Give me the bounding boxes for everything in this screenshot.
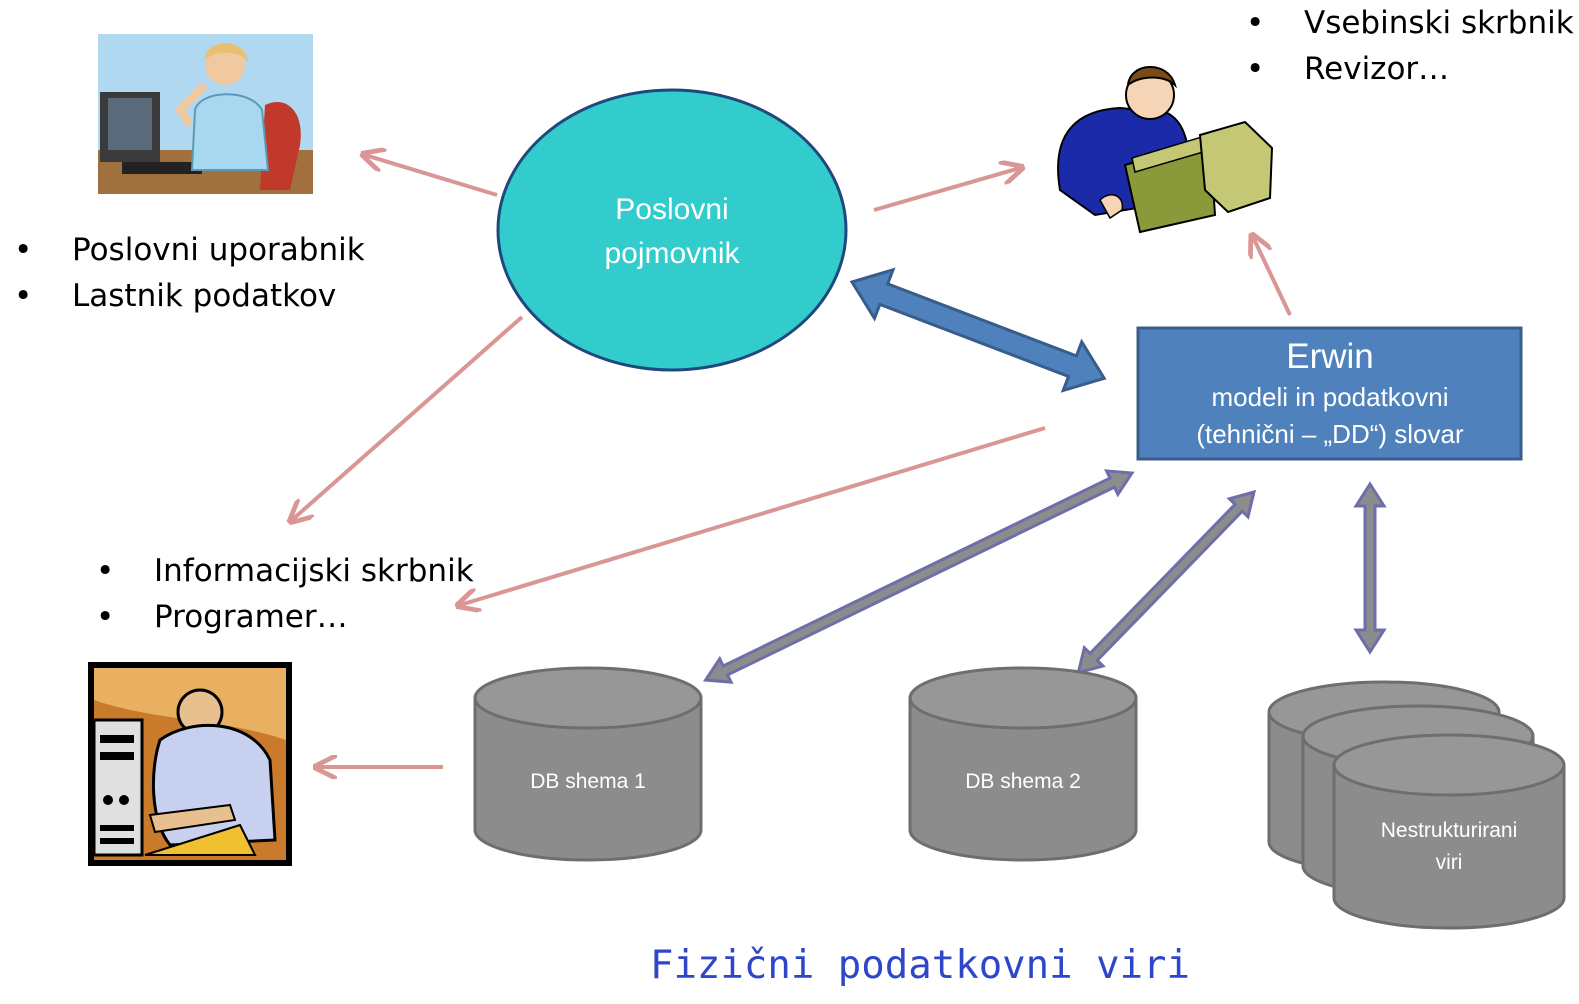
- sync-arrow-erwin-unstructured: [1353, 481, 1387, 655]
- business-user-clipart: [98, 34, 313, 194]
- erwin-label: Erwin modeli in podatkovni (tehnični – „…: [1140, 335, 1520, 453]
- erwin-title: Erwin: [1286, 337, 1374, 376]
- glossary-ellipse: [496, 88, 848, 372]
- list-item: Revizor…: [1246, 46, 1574, 92]
- glossary-label: Poslovni pojmovnik: [560, 188, 784, 276]
- sync-arrow-glossary-erwin: [849, 267, 1107, 393]
- unstructured-sources-label: Nestrukturirani viri: [1334, 815, 1564, 879]
- unstructured-label-line1: Nestrukturirani: [1380, 819, 1518, 842]
- unstructured-label-line2: viri: [1435, 851, 1463, 874]
- unstructured-cylinder-front: [1332, 733, 1566, 930]
- business-roles-list: Poslovni uporabnik Lastnik podatkov: [14, 227, 365, 319]
- arrow-glossary-to-steward: [873, 168, 1020, 212]
- sync-arrow-erwin-db2: [1076, 489, 1257, 675]
- list-item: Poslovni uporabnik: [14, 227, 365, 273]
- list-item: Lastnik podatkov: [14, 273, 365, 319]
- erwin-line2: (tehnični – „DD“) slovar: [1196, 419, 1464, 449]
- db-schema-2-cylinder: [908, 666, 1138, 862]
- arrow-glossary-to-business-user: [365, 155, 498, 197]
- content-steward-clipart: [1057, 66, 1274, 234]
- arrow-erwin-to-it: [460, 426, 1046, 605]
- sync-arrow-erwin-db1: [702, 469, 1135, 684]
- list-item: Vsebinski skrbnik: [1246, 0, 1574, 46]
- list-item: Programer…: [96, 594, 474, 640]
- list-item: Informacijski skrbnik: [96, 548, 474, 594]
- db-schema-1-cylinder: [473, 666, 703, 862]
- programmer-clipart: [88, 662, 292, 866]
- glossary-label-line1: Poslovni: [615, 193, 729, 226]
- content-roles-list: Vsebinski skrbnik Revizor…: [1246, 0, 1574, 92]
- it-roles-list: Informacijski skrbnik Programer…: [96, 548, 474, 640]
- db-schema-1-label: DB shema 1: [530, 770, 646, 793]
- erwin-box: [1136, 326, 1523, 461]
- db-schema-2-label: DB shema 2: [965, 770, 1081, 793]
- arrow-erwin-to-steward: [1253, 237, 1292, 316]
- glossary-label-line2: pojmovnik: [604, 237, 740, 270]
- erwin-line1: modeli in podatkovni: [1211, 382, 1449, 412]
- physical-sources-caption: Fizični podatkovni viri: [649, 943, 1191, 988]
- arrow-glossary-to-it: [292, 315, 524, 520]
